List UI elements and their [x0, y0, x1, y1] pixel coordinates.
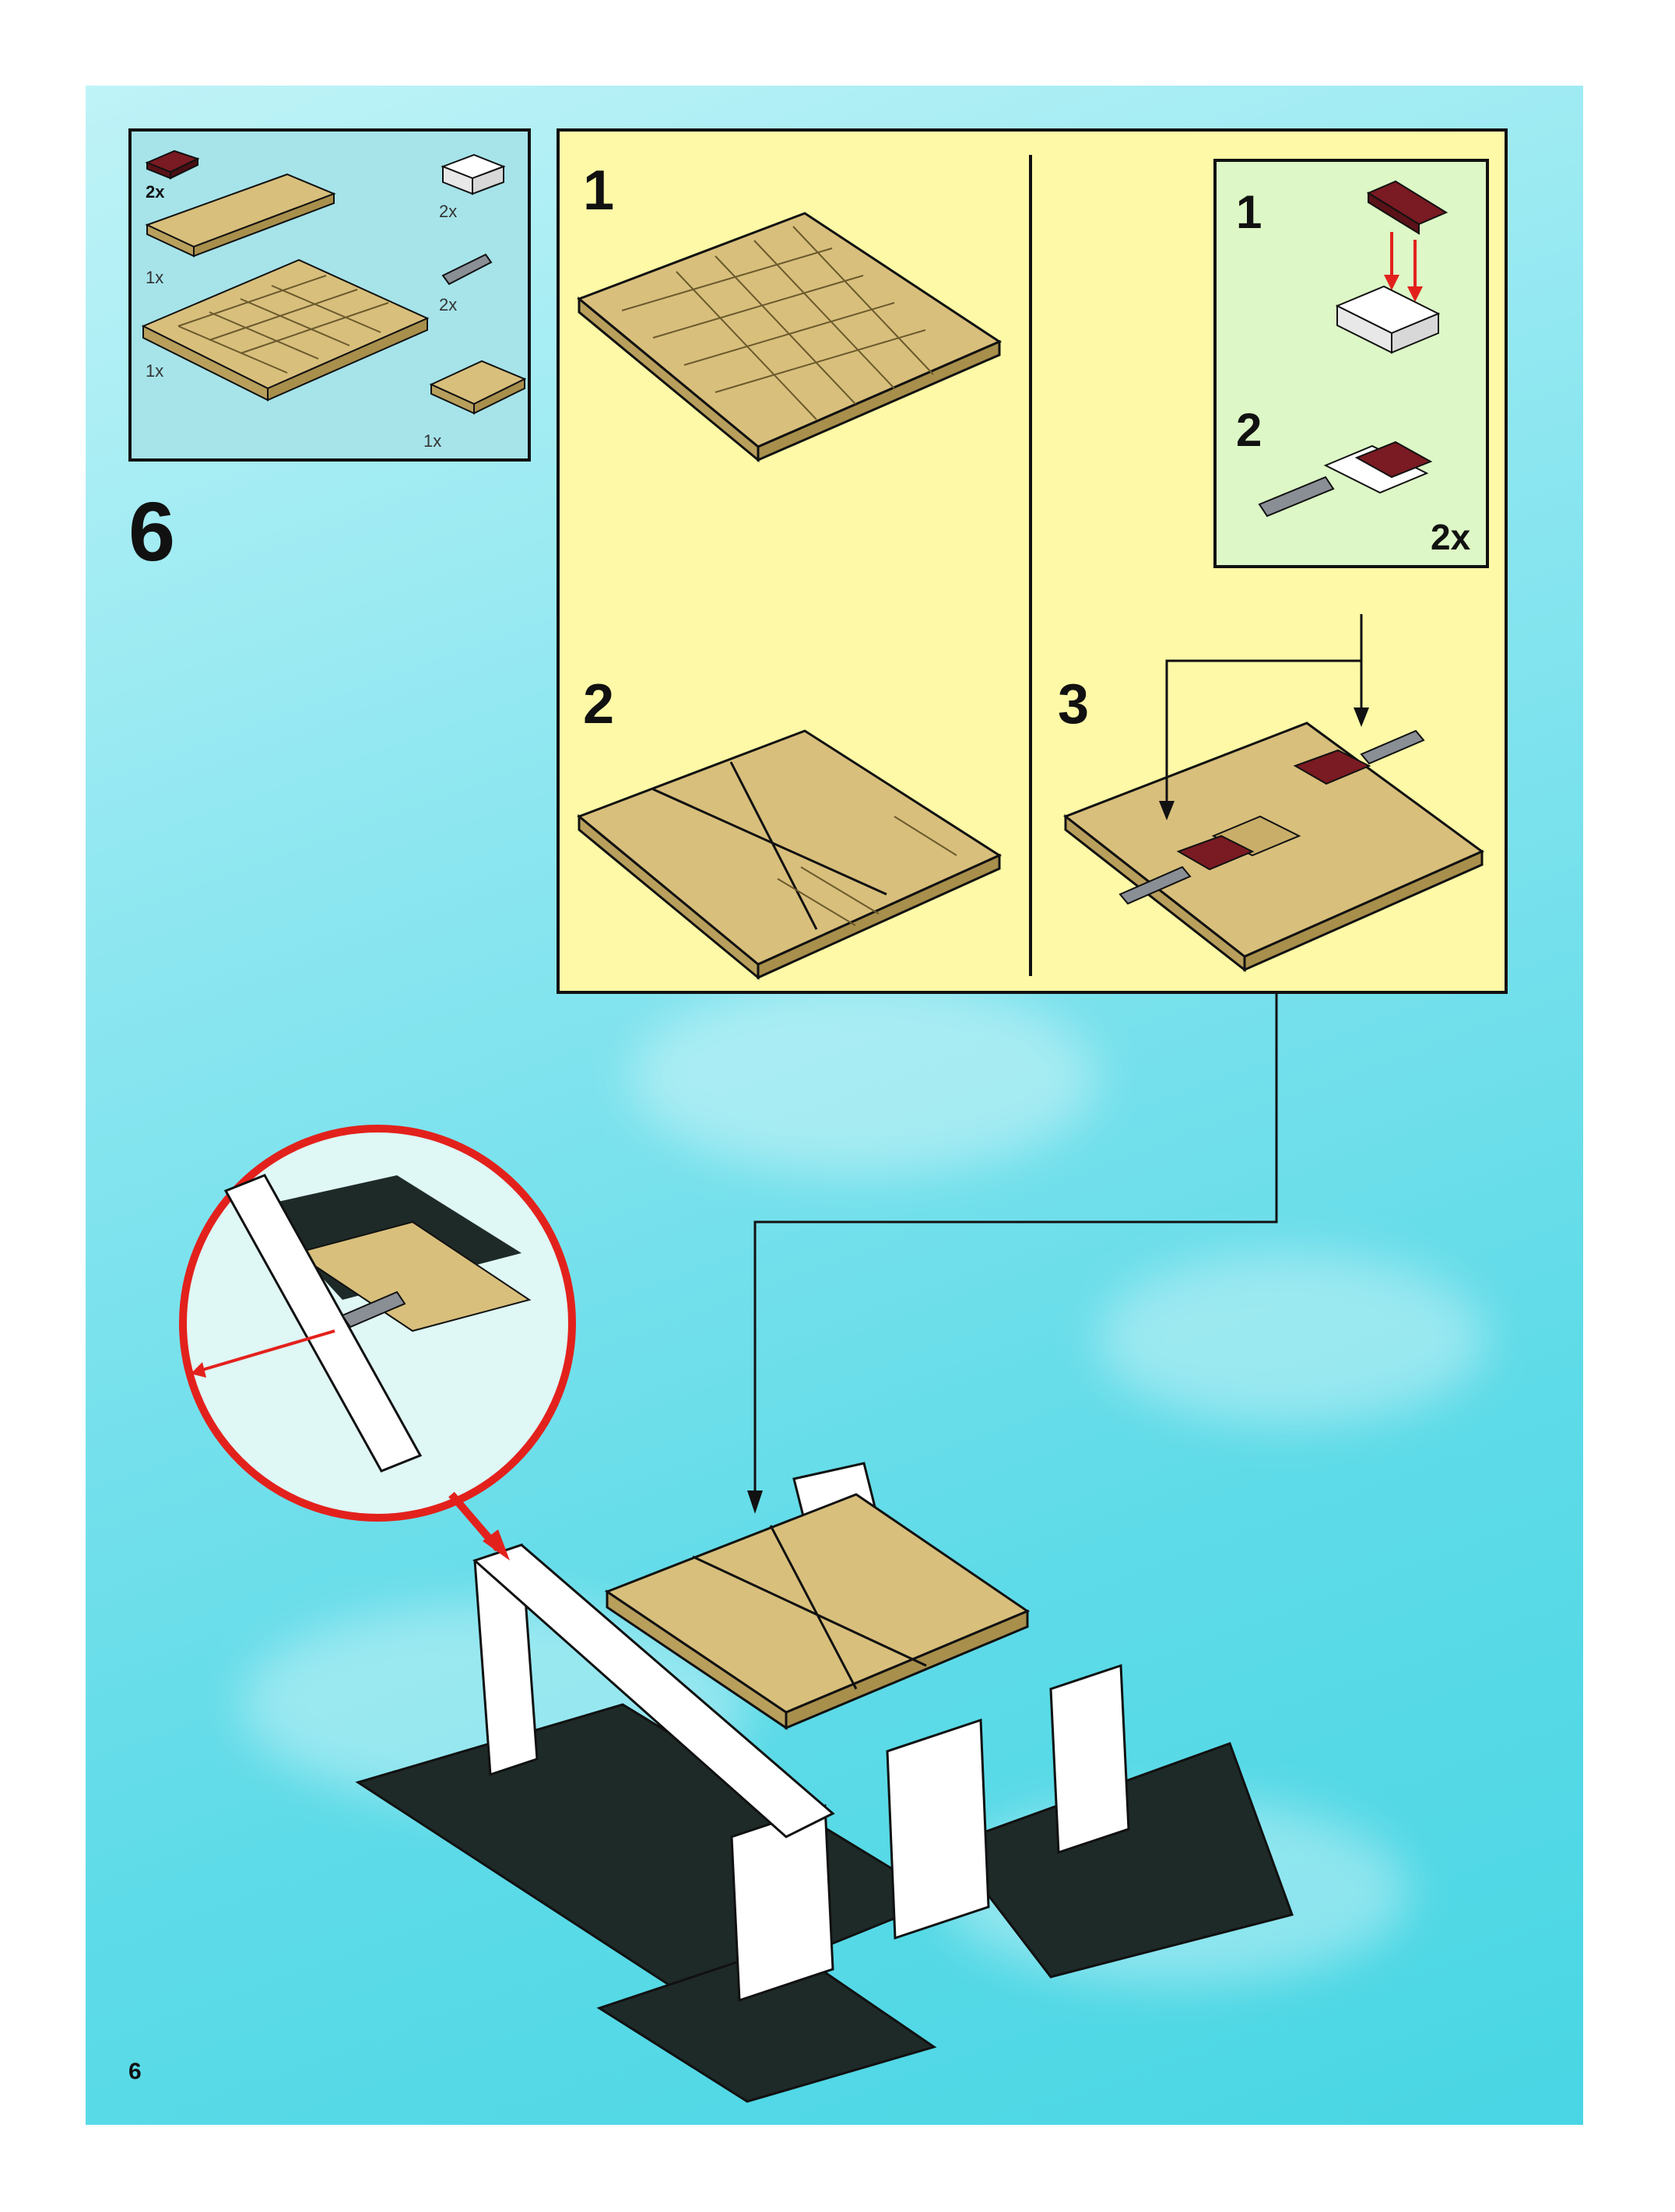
- parts-list-box: 2x 1x 1x 2x 2x 1x: [128, 128, 531, 462]
- tan-long-plate-part: [147, 174, 334, 256]
- plate-with-pin-assemblies: [1066, 723, 1482, 970]
- inner-step-number: 1: [1236, 185, 1262, 239]
- page-number: 6: [128, 2059, 142, 2085]
- multiplier-label: 2x: [1431, 516, 1470, 558]
- callout-arrow: [451, 1494, 498, 1549]
- part-quantity: 1x: [146, 268, 163, 288]
- part-quantity: 2x: [439, 202, 457, 222]
- part-quantity: 2x: [439, 295, 457, 315]
- pin-assembly: [1259, 442, 1431, 516]
- tan-large-plate-part: [143, 260, 427, 400]
- part-quantity: 1x: [146, 361, 163, 381]
- parts-list-illustration: [132, 132, 534, 465]
- technic-pin-part: [443, 255, 491, 284]
- large-tan-plate: [579, 213, 999, 460]
- step-number: 6: [128, 483, 175, 580]
- white-technic-brick-part: [443, 155, 504, 194]
- part-quantity: 1x: [423, 431, 441, 451]
- inner-step-number: 2: [1236, 403, 1262, 457]
- sub-step-number: 1: [583, 159, 614, 223]
- instruction-page: 2x 1x 1x 2x 2x 1x 6: [86, 86, 1583, 2125]
- arrow-head: [747, 1490, 763, 1514]
- tan-small-plate-part: [431, 361, 525, 413]
- dark-red-plate-part: [147, 151, 198, 178]
- sub-assembly-box: 1 2 3: [557, 128, 1508, 994]
- detail-callout: [183, 1129, 572, 1518]
- tan-plates-assembly: [579, 731, 999, 978]
- white-technic-brick: [1337, 286, 1438, 353]
- dark-red-plate: [1368, 181, 1446, 233]
- part-quantity: 2x: [146, 182, 164, 202]
- inner-sub-assembly-box: 1 2 2x: [1213, 159, 1489, 568]
- sub-step-number: 2: [583, 672, 614, 736]
- sub-step-number: 3: [1058, 672, 1089, 736]
